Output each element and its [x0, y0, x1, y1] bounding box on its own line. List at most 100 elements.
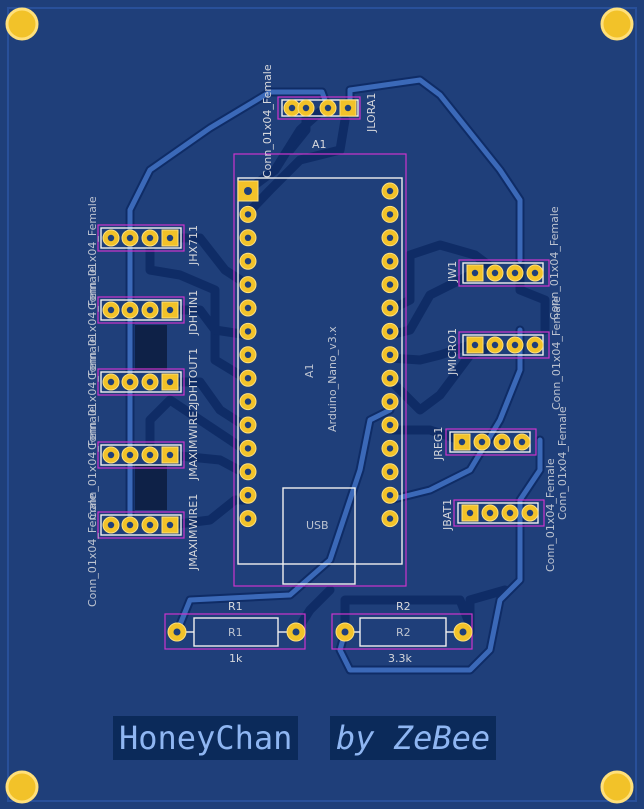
connector-pad-hole	[146, 306, 154, 314]
nano-pin-hole	[386, 187, 394, 195]
connector-pad-hole	[511, 269, 519, 277]
nano-pin-hole	[244, 492, 252, 499]
left-value-label: Conn_01x04_Female	[86, 196, 99, 310]
arduino-value-label: Arduino_Nano_v3.x	[326, 326, 339, 432]
connector-silk	[100, 444, 182, 466]
left-value-label: Conn_01x04_Female	[86, 493, 99, 607]
connector-pad-hole	[458, 438, 466, 446]
connector-silk	[100, 371, 182, 393]
connector-jlora1: JLORA1 Conn_01x04_Female	[261, 64, 378, 178]
connector-right-1	[458, 331, 550, 359]
connector-courtyard	[97, 296, 185, 324]
connector-pad-hole	[531, 341, 539, 349]
connector-pad-hole	[107, 234, 115, 242]
nano-pin-hole	[386, 211, 394, 218]
r2-value: 3.3k	[388, 652, 412, 665]
connector-pad-hole	[491, 341, 499, 349]
left-ref-label: JMAXIMWIRE1	[187, 494, 200, 571]
nano-pin-hole	[244, 258, 252, 265]
connector-pad-hole	[498, 438, 506, 446]
nano-pin-hole	[386, 304, 394, 312]
resistor-r2: R2 R2 3.3k	[331, 600, 473, 665]
connector-courtyard	[97, 368, 185, 396]
nano-pin-hole	[386, 234, 394, 241]
left-ref-label: JMAXIMWIRE2	[187, 404, 200, 481]
branding-left: HoneyChan	[113, 716, 299, 760]
nano-pin-hole	[386, 398, 394, 405]
nano-pin-hole	[244, 351, 252, 358]
nano-pin-hole	[244, 398, 252, 405]
nano-pin-hole	[244, 375, 252, 382]
nano-pin-hole	[244, 211, 252, 218]
jlora1-value-label: Conn_01x04_Female	[261, 64, 274, 178]
right-value-label: Conn_01x04_Female	[548, 206, 561, 320]
right-ref-label: JW1	[446, 261, 459, 283]
r1-value: 1k	[229, 652, 243, 665]
left-connectors	[97, 224, 185, 539]
connector-left-2	[97, 368, 185, 396]
left-value-labels: Conn_01x04_Female Conn_01x04_Female Conn…	[86, 196, 99, 607]
connector-silk	[100, 299, 182, 321]
branding-right: by ZeBee	[330, 716, 497, 760]
connector-pad-hole	[166, 451, 174, 459]
nano-pin-hole	[386, 281, 394, 288]
connector-pad-hole	[466, 509, 474, 517]
connector-left-1	[97, 296, 185, 324]
copper-pour	[135, 325, 167, 370]
nano-pin-hole	[386, 421, 394, 429]
right-ref-label: JREG1	[432, 427, 445, 461]
connector-left-4	[97, 511, 185, 539]
jlora1-pad-hole	[302, 104, 310, 112]
connector-pad-hole	[146, 234, 154, 242]
connector-pad-hole	[126, 306, 134, 314]
connector-pad-hole	[518, 438, 526, 446]
nano-pin-hole	[244, 304, 252, 312]
connector-courtyard	[97, 441, 185, 469]
right-ref-labels: JW1 JMICRO1 JREG1 JBAT1	[432, 261, 459, 531]
connector-pad-hole	[486, 509, 494, 517]
nano-pin-hole	[244, 234, 252, 241]
arduino-ref-label: A1	[303, 363, 316, 378]
connector-courtyard	[458, 259, 550, 287]
connector-courtyard	[458, 331, 550, 359]
nano-pin-hole	[386, 375, 394, 382]
left-value-label: Conn_01x04_Female	[86, 406, 99, 520]
connector-right-0	[458, 259, 550, 287]
connector-pad-hole	[506, 509, 514, 517]
connector-pad-hole	[531, 269, 539, 277]
connector-pad-hole	[471, 269, 479, 277]
nano-pin-hole	[244, 515, 252, 522]
nano-pin-hole	[386, 468, 394, 475]
resistor-r1: R1 R1 1k	[164, 600, 306, 665]
arduino-ref-top-label: A1	[312, 138, 327, 151]
connector-pad-hole	[126, 234, 134, 242]
jlora1-ref-label: JLORA1	[365, 93, 378, 133]
connector-silk	[100, 514, 182, 536]
connector-pad-hole	[471, 341, 479, 349]
connector-pad-hole	[107, 521, 115, 529]
jlora1-pad-hole	[324, 104, 332, 112]
connector-courtyard	[453, 499, 545, 527]
nano-pin-hole	[244, 421, 252, 429]
connector-pad-hole	[146, 451, 154, 459]
nano-pin-hole	[386, 351, 394, 358]
nano-pin-hole	[244, 445, 252, 452]
r2-ref-top: R2	[396, 600, 411, 613]
nano-pin-hole	[244, 468, 252, 475]
nano-pin-hole	[386, 515, 394, 522]
connector-pad-hole	[166, 234, 174, 242]
left-ref-label: JHX711	[187, 225, 200, 266]
nano-pin-hole	[386, 492, 394, 499]
nano-pin-hole	[386, 328, 394, 335]
arduino-usb-label: USB	[306, 519, 329, 532]
connector-silk	[100, 227, 182, 249]
connector-pad-hole	[126, 378, 134, 386]
connector-courtyard	[97, 224, 185, 252]
connector-pad-hole	[126, 521, 134, 529]
connector-pad-hole	[166, 521, 174, 529]
nano-pin-hole	[386, 258, 394, 265]
nano-pin-hole	[244, 328, 252, 335]
right-value-label: Conn_01x04_Female	[556, 406, 569, 520]
left-value-label: Conn_01x04_Female	[86, 336, 99, 450]
r2-ref-body: R2	[396, 626, 411, 639]
